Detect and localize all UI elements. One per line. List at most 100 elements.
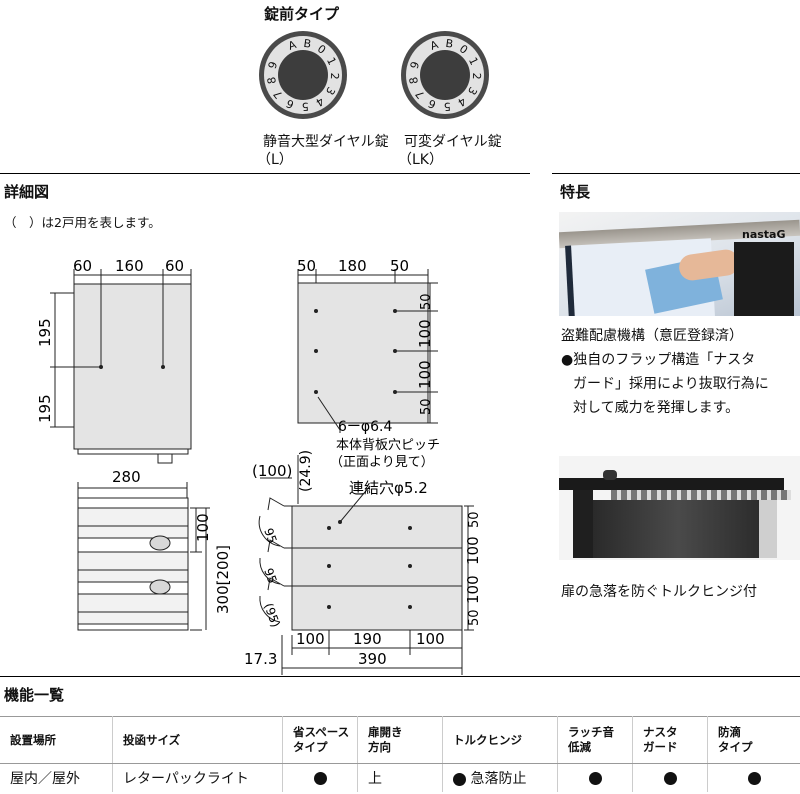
- lock-type-lk-name: 可変ダイヤル錠: [404, 134, 502, 150]
- nasta-guard-photo: nastaG: [559, 212, 800, 316]
- dial-char: A: [286, 38, 298, 53]
- front-dim-w2: 160: [115, 257, 144, 275]
- check-dot-icon: [313, 771, 327, 785]
- dial-char: 2: [470, 72, 483, 79]
- lock-type-title: 錠前タイプ: [264, 5, 340, 23]
- feature1-bullet-line3: 対して威力を発揮します。: [573, 400, 740, 416]
- col-header-hinge: トルクヒンジ: [442, 716, 558, 764]
- section-link-label: 連結穴φ5.2: [349, 479, 428, 497]
- brand-logo: nastaG: [742, 228, 786, 241]
- cell-drip: [708, 764, 800, 793]
- function-divider: [0, 676, 800, 677]
- back-dim-h4: 50: [419, 398, 434, 415]
- back-dim-h3: 100: [416, 360, 434, 389]
- section-radius-3: (95): [261, 601, 283, 629]
- col-header-nasta: ナスタガード: [632, 716, 708, 764]
- dial-char: 9: [266, 60, 281, 71]
- section-dim-h4: 50: [467, 609, 480, 626]
- function-table-header-row: 設置場所 投函サイズ 省スペースタイプ 扉開き方向 トルクヒンジ ラッチ音低減 …: [0, 716, 800, 764]
- torque-hinge-photo: [559, 456, 800, 560]
- back-view-drawing: 50 180 50 50 100 100 50 6ーφ6.4 本体背板穴ピッチ …: [297, 257, 440, 470]
- dial-char: B: [303, 37, 312, 51]
- dial-char: 5: [443, 100, 451, 113]
- section-dim-d2: (24.9): [298, 450, 314, 492]
- lock-type-l-code: （L）: [257, 152, 293, 168]
- detail-divider: [0, 173, 530, 174]
- section-dim-b2: 190: [353, 630, 382, 648]
- back-dim-w1: 50: [297, 257, 316, 275]
- cell-place: 屋内／屋外: [0, 763, 113, 792]
- feature2-caption: 扉の急落を防ぐトルクヒンジ付: [561, 584, 757, 600]
- dial-char: 5: [301, 100, 309, 113]
- back-dim-h1: 50: [419, 293, 434, 310]
- dial-char: B: [445, 37, 454, 51]
- check-dot-icon: [663, 771, 677, 785]
- cell-size: レターパックライト: [112, 763, 283, 792]
- col-header-place: 設置場所: [0, 716, 113, 764]
- section-radius-2: 95: [261, 566, 279, 585]
- side-dim-width: 280: [112, 470, 141, 486]
- function-title: 機能一覧: [4, 686, 65, 704]
- detail-note: （ ）は2戸用を表します。: [4, 215, 161, 230]
- hinge-value: 急落防止: [470, 771, 527, 787]
- front-dim-w3: 60: [165, 257, 184, 275]
- front-dim-h2: 195: [36, 394, 54, 423]
- cell-hinge: 急落防止: [442, 763, 558, 792]
- features-divider: [552, 173, 800, 174]
- table-row: 屋内／屋外 レターパックライト 上 急落防止: [0, 763, 800, 793]
- feature1-bullet-line1: ●独自のフラップ構造「ナスタ: [561, 352, 756, 368]
- side-dim-h2: 300[200]: [214, 545, 230, 614]
- section-dim-b1: 100: [296, 630, 325, 648]
- lock-type-lk-code: （LK）: [398, 152, 443, 168]
- section-dim-h2: 100: [464, 536, 480, 565]
- function-table: 設置場所 投函サイズ 省スペースタイプ 扉開き方向 トルクヒンジ ラッチ音低減 …: [0, 716, 800, 792]
- col-header-size: 投函サイズ: [112, 716, 283, 764]
- detail-title: 詳細図: [4, 183, 50, 201]
- front-dim-h1: 195: [36, 318, 54, 347]
- section-radius-1: 95: [261, 526, 279, 545]
- col-header-drip: 防滴タイプ: [707, 716, 800, 764]
- dial-char: 1: [324, 55, 339, 67]
- cell-space: [282, 763, 358, 792]
- feature1-bullet-line2: ガード」採用により抜取行為に: [573, 376, 769, 392]
- dial-char: 6: [426, 96, 438, 111]
- lock-type-l-name: 静音大型ダイヤル錠: [263, 134, 389, 150]
- section-dim-total: 390: [358, 650, 387, 668]
- cell-nasta: [632, 763, 708, 792]
- check-dot-icon: [453, 772, 466, 786]
- col-header-space: 省スペースタイプ: [282, 716, 358, 764]
- back-dim-h2: 100: [416, 319, 434, 348]
- back-hole-label: 6ーφ6.4: [338, 419, 392, 435]
- back-dim-w3: 50: [390, 257, 409, 275]
- dial-char: A: [428, 38, 440, 53]
- section-dim-h3: 100: [464, 575, 480, 604]
- front-dim-w1: 60: [73, 257, 92, 275]
- features-title: 特長: [560, 183, 591, 201]
- dial-char: 6: [284, 96, 296, 111]
- section-dim-offset: 17.3: [244, 650, 277, 668]
- cell-opening: 上: [357, 763, 443, 792]
- back-hole-desc1: 本体背板穴ピッチ: [336, 438, 440, 453]
- cell-latch: [557, 763, 633, 792]
- feature1-caption: 盗難配慮機構（意匠登録済）: [561, 328, 743, 344]
- side-view-drawing: 280 100 300[200]: [77, 470, 230, 631]
- check-dot-icon: [747, 771, 761, 785]
- front-view-drawing: 60 160 60 195 195: [36, 257, 192, 464]
- col-header-latch: ラッチ音低減: [557, 716, 633, 764]
- section-dim-d1: (100): [252, 462, 292, 480]
- side-dim-h1: 100: [194, 513, 212, 542]
- dial-char: 2: [328, 72, 341, 79]
- dial-char: 8: [407, 76, 421, 85]
- section-view-drawing: (100) (24.9) 連結穴φ5.2 50 100 100 50 95 95…: [244, 450, 480, 675]
- dial-char: 8: [265, 76, 279, 85]
- col-header-door: 扉開き方向: [357, 716, 443, 764]
- dial-char: 1: [466, 55, 481, 67]
- section-dim-b3: 100: [416, 630, 445, 648]
- back-dim-w2: 180: [338, 257, 367, 275]
- back-hole-desc2: （正面より見て）: [330, 455, 434, 470]
- check-dot-icon: [588, 771, 602, 785]
- dial-char: 9: [408, 60, 423, 71]
- section-dim-h1: 50: [467, 511, 480, 528]
